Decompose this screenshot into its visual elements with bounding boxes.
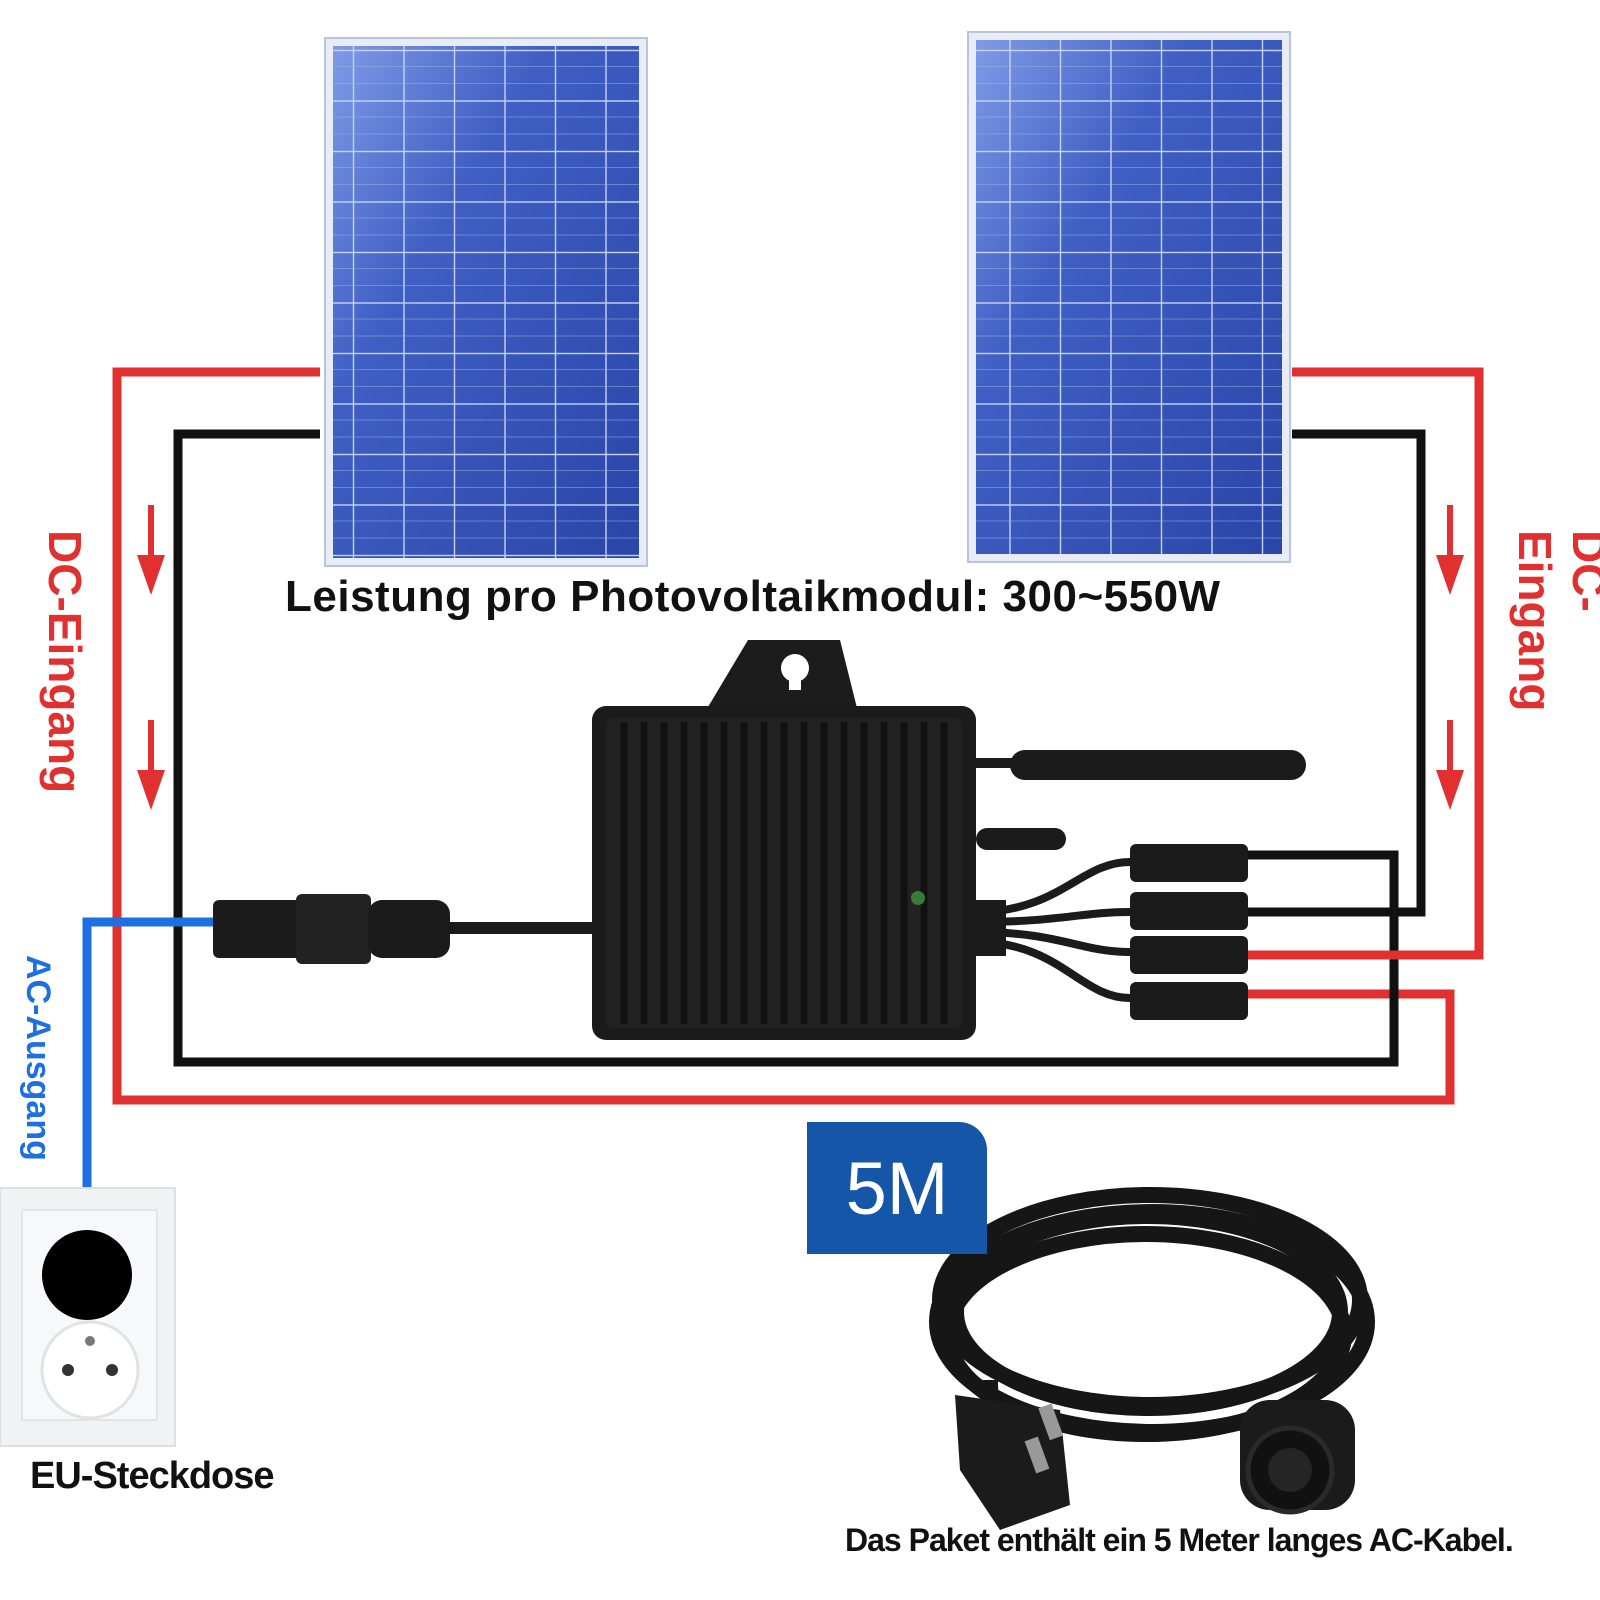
arrow-down-icon — [1436, 505, 1464, 595]
power-per-module-title: Leistung pro Photovoltaikmodul: 300~550W — [285, 572, 1221, 621]
arrows — [137, 505, 1464, 810]
ac-blue-wire — [82, 917, 215, 1255]
arrow-down-icon — [137, 720, 165, 810]
dc-input-right-label: DC-Eingang — [1509, 530, 1600, 712]
ac-cable-icon — [929, 1187, 1375, 1460]
dc-black-wire-left — [173, 429, 1399, 1067]
package-note: Das Paket enthält ein 5 Meter langes AC-… — [845, 1522, 1514, 1558]
dc-red-wire-right — [1247, 367, 1484, 960]
dc-black-wire-right — [1247, 429, 1426, 917]
arrow-down-icon — [1436, 720, 1464, 810]
ac-cable-connector — [1240, 1400, 1355, 1515]
dc-red-wire-left — [112, 367, 1455, 1105]
ac-output-label: AC-Ausgang — [19, 955, 57, 1161]
eu-socket-label: EU-Steckdose — [30, 1455, 275, 1497]
dc-input-left-label: DC-Eingang — [39, 530, 91, 794]
solar-panel-icon — [967, 31, 1291, 563]
eu-socket-icon — [0, 1187, 176, 1447]
cable-length-badge: 5M — [807, 1122, 987, 1254]
microinverter-icon — [213, 640, 1306, 1040]
ac-cable-plug — [955, 1395, 1070, 1530]
arrow-down-icon — [137, 505, 165, 595]
solar-panel-icon — [324, 37, 648, 567]
wires — [82, 367, 1484, 1255]
